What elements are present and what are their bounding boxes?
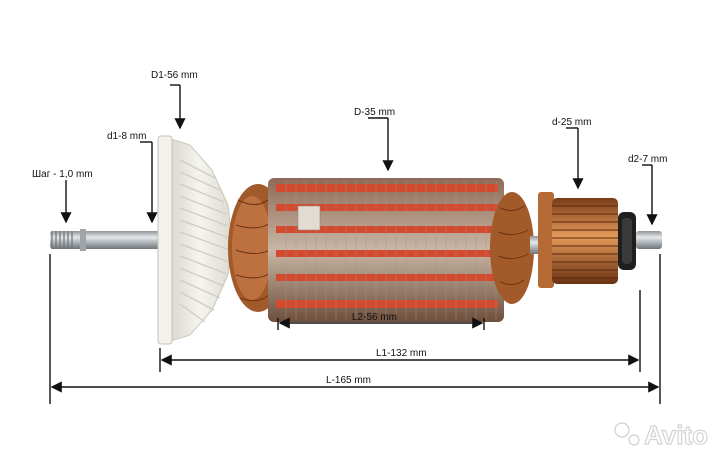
armature-core (268, 178, 504, 322)
armature (50, 135, 662, 345)
label-thread-pitch: Шаг - 1,0 mm (32, 169, 93, 180)
right-end-winding (490, 192, 534, 304)
fan-impeller (157, 135, 233, 345)
label-d-core: D-35 mm (354, 107, 395, 118)
bearing (618, 212, 636, 270)
thread-grooves (51, 231, 73, 249)
label-d1-fan: D1-56 mm (151, 70, 198, 81)
label-l1: L1-132 mm (376, 348, 427, 359)
right-shaft (636, 231, 662, 249)
label-d2-shaft: d2-7 mm (628, 154, 667, 165)
avito-watermark: Avito (614, 419, 709, 451)
watermark-dot-icon (628, 434, 640, 446)
left-shaft (50, 229, 168, 251)
core-slots (276, 184, 498, 308)
dimension-callouts (49, 84, 661, 404)
label-l2: L2-56 mm (352, 312, 397, 323)
label-l-total: L-165 mm (326, 375, 371, 386)
watermark-dot-icon (614, 422, 630, 438)
label-d1-shaft: d1-8 mm (107, 131, 146, 142)
watermark-text: Avito (644, 420, 708, 450)
fan-blades (179, 159, 231, 323)
label-d-commutator: d-25 mm (552, 117, 591, 128)
commutator (538, 192, 618, 288)
